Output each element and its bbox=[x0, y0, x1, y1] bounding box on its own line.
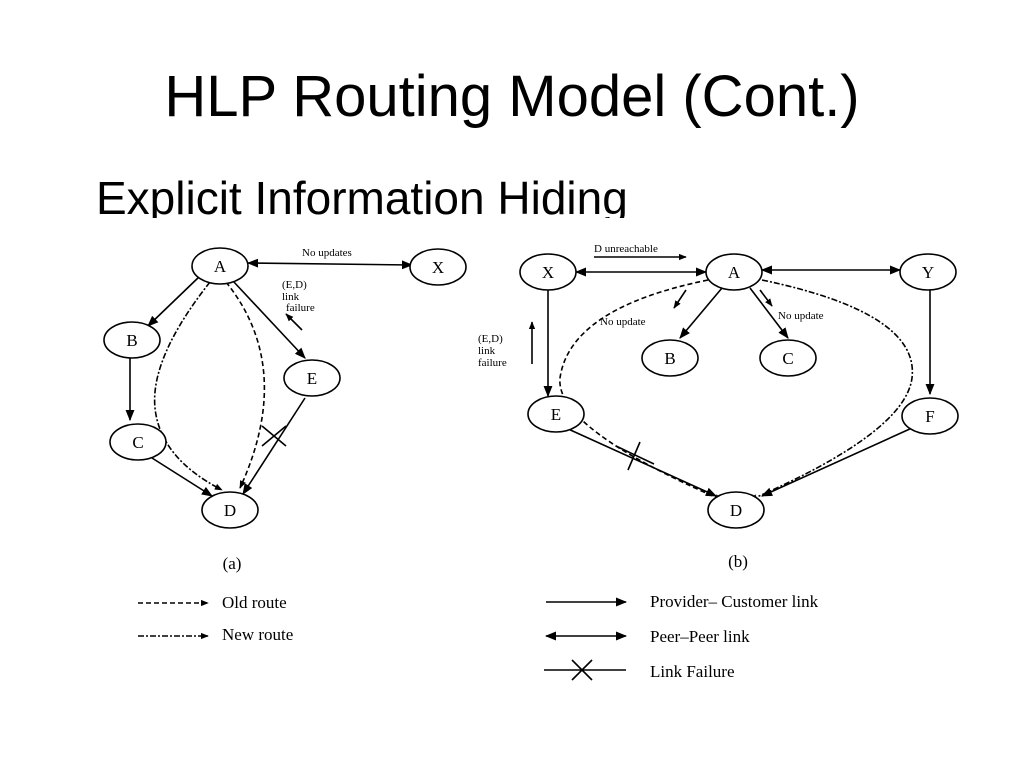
legend-link-failure-label: Link Failure bbox=[650, 662, 735, 681]
old-route-a bbox=[225, 281, 266, 489]
node-a-A bbox=[191, 247, 249, 285]
failure-cross-b-2 bbox=[627, 441, 641, 471]
diagram-b-labels: X A Y B C E F D D unreachable No update … bbox=[478, 243, 935, 571]
node-a-C-label: C bbox=[132, 433, 143, 452]
failure-notify-arrow-a bbox=[285, 313, 303, 331]
label-failure-a-1: (E,D) bbox=[282, 279, 307, 291]
node-a-X bbox=[409, 248, 467, 286]
node-b-F-label: F bbox=[925, 407, 934, 426]
slide-subtitle: Explicit Information Hiding bbox=[96, 172, 628, 224]
label-failure-a-2: link bbox=[282, 291, 300, 303]
routing-figure: A X B C E D No updates (E,D) link failur… bbox=[50, 218, 975, 688]
old-route-b bbox=[559, 279, 723, 501]
edge-b-a-c bbox=[749, 287, 789, 339]
label-d-unreachable: D unreachable bbox=[594, 243, 658, 255]
legend bbox=[138, 597, 628, 681]
label-failure-b-2: link bbox=[478, 345, 496, 357]
label-failure-b-3: failure bbox=[478, 357, 507, 369]
label-failure-b-1: (E,D) bbox=[478, 333, 503, 345]
node-b-E-label: E bbox=[551, 405, 561, 424]
node-b-X-label: X bbox=[542, 263, 554, 282]
node-b-D-label: D bbox=[730, 501, 742, 520]
failure-cross-a-2 bbox=[261, 425, 287, 447]
node-a-D bbox=[201, 491, 259, 529]
node-b-B bbox=[641, 339, 699, 377]
legend-provider-customer-label: Provider– Customer link bbox=[650, 592, 819, 611]
node-b-C-label: C bbox=[782, 349, 793, 368]
edge-a-x bbox=[246, 258, 414, 270]
diagram-b bbox=[519, 253, 959, 529]
node-a-D-label: D bbox=[224, 501, 236, 520]
node-a-X-label: X bbox=[432, 258, 444, 277]
no-update-arrow-left bbox=[673, 289, 687, 309]
label-no-update-left: No update bbox=[600, 316, 646, 328]
node-a-A-label: A bbox=[214, 257, 227, 276]
diagram-a-labels: A X B C E D No updates (E,D) link failur… bbox=[126, 247, 444, 573]
node-a-E-label: E bbox=[307, 369, 317, 388]
legend-old-route-label: Old route bbox=[222, 593, 287, 612]
node-b-Y-label: Y bbox=[922, 263, 934, 282]
legend-peer-peer-label: Peer–Peer link bbox=[650, 627, 750, 646]
node-b-D bbox=[707, 491, 765, 529]
node-b-A-label: A bbox=[728, 263, 741, 282]
edge-e-d bbox=[242, 397, 306, 495]
edge-b-f-d bbox=[760, 427, 913, 497]
node-a-B-label: B bbox=[126, 331, 137, 350]
figure-background bbox=[50, 218, 975, 688]
legend-new-route-label: New route bbox=[222, 625, 293, 644]
label-no-updates: No updates bbox=[302, 247, 352, 259]
edge-b-e-d bbox=[565, 427, 718, 497]
no-update-arrow-right bbox=[759, 289, 773, 307]
node-a-B bbox=[103, 321, 161, 359]
slide-title: HLP Routing Model (Cont.) bbox=[164, 64, 860, 129]
node-b-F bbox=[901, 397, 959, 435]
node-b-B-label: B bbox=[664, 349, 675, 368]
diagram-a bbox=[103, 247, 467, 529]
node-a-E bbox=[283, 359, 341, 397]
legend-link-failure-cross-2 bbox=[571, 659, 593, 681]
legend-labels: Old route New route Provider– Customer l… bbox=[222, 592, 819, 681]
edge-b-a-b bbox=[679, 287, 723, 339]
edge-a-e bbox=[232, 280, 306, 359]
edge-c-d bbox=[151, 457, 213, 497]
node-b-E bbox=[527, 395, 585, 433]
node-a-C bbox=[109, 423, 167, 461]
new-route-b bbox=[749, 279, 914, 501]
node-b-C bbox=[759, 339, 817, 377]
new-route-a bbox=[153, 281, 223, 491]
node-b-X bbox=[519, 253, 577, 291]
edge-a-b bbox=[147, 275, 201, 327]
label-no-update-right: No update bbox=[778, 310, 824, 322]
caption-a: (a) bbox=[223, 554, 242, 573]
node-b-Y bbox=[899, 253, 957, 291]
caption-b: (b) bbox=[728, 552, 748, 571]
label-failure-a-3: failure bbox=[286, 302, 315, 314]
node-b-A bbox=[705, 253, 763, 291]
